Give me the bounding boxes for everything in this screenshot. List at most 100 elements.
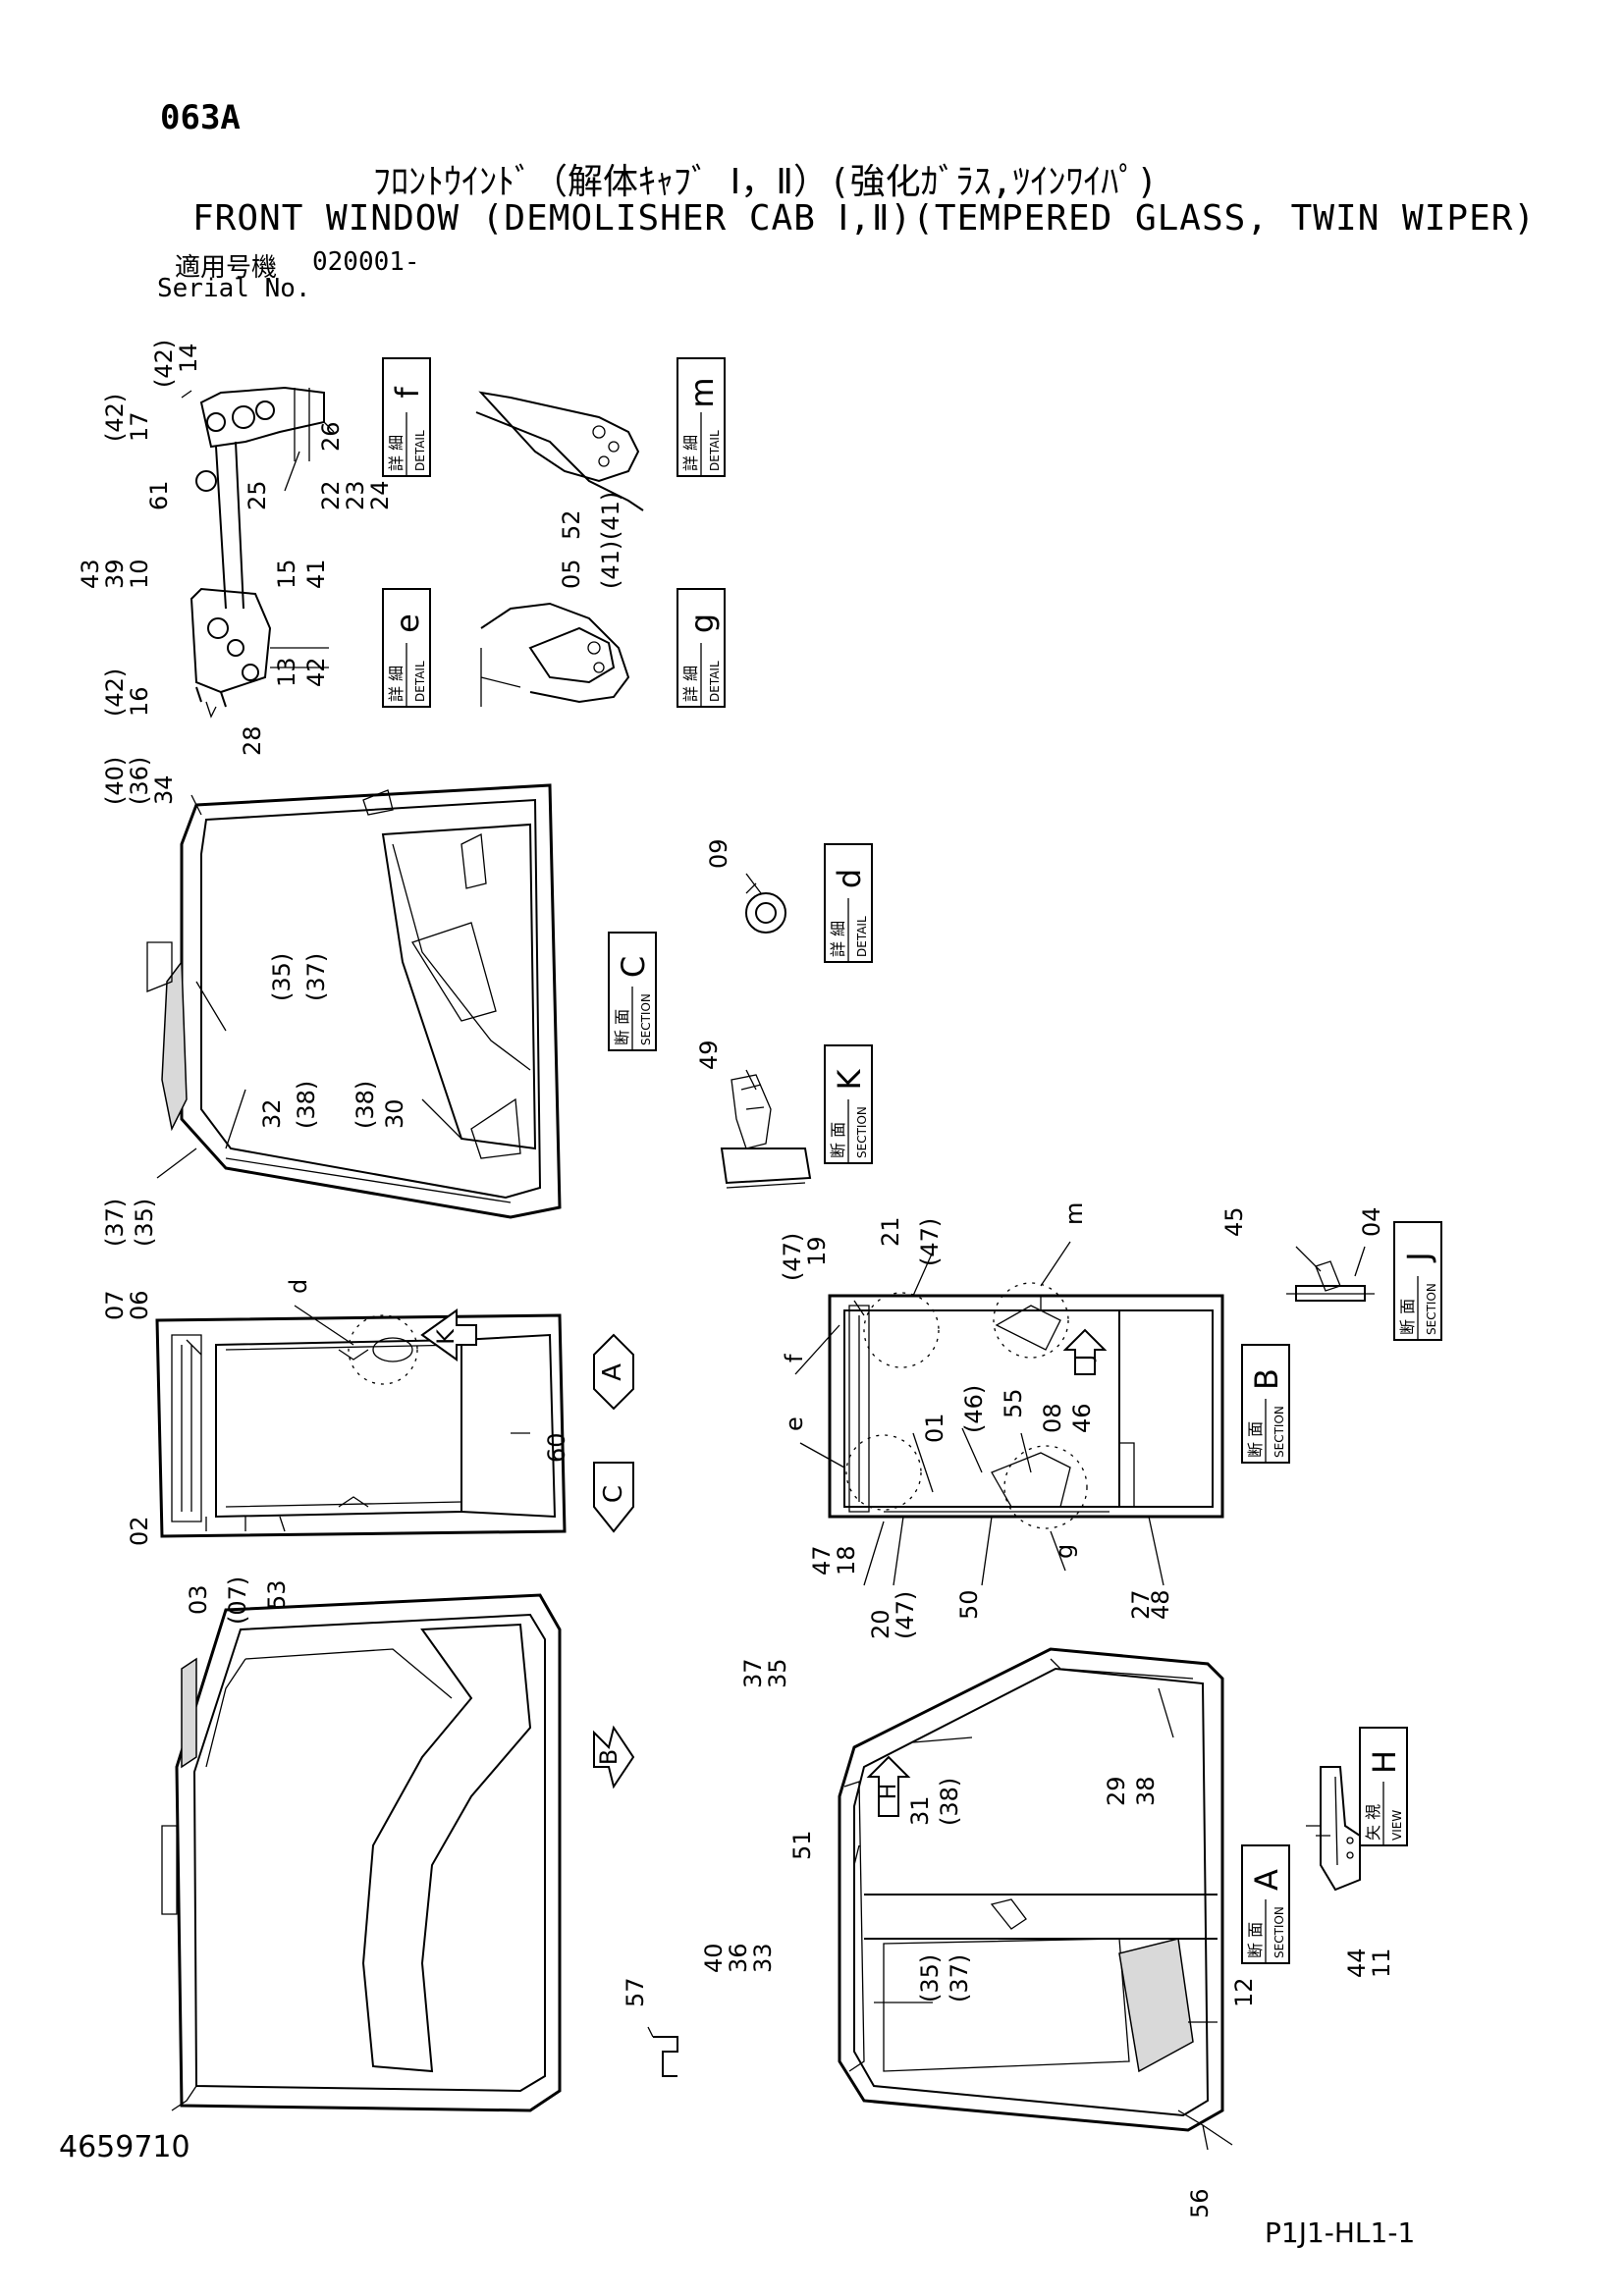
part-number-label: (35) xyxy=(131,1199,158,1247)
part-number-label: 04 xyxy=(1358,1206,1385,1237)
part-number-label: 14 xyxy=(175,343,202,373)
detail-e-circle xyxy=(845,1434,922,1511)
part-number-label: (37) xyxy=(302,953,330,1001)
detail-m-circle xyxy=(993,1282,1069,1359)
view-label-jp: 断 面 xyxy=(1246,1922,1265,1958)
clip-57-drawing xyxy=(647,2026,654,2038)
part-number-label: 49 xyxy=(695,1040,723,1070)
view-label-box: 詳 細 DETAIL d xyxy=(824,843,873,963)
view-label-letter: d xyxy=(831,869,868,888)
part-number-label: 07 xyxy=(101,1290,129,1320)
part-number-label: (37) xyxy=(101,1199,129,1247)
view-arrow-letter: H xyxy=(877,1784,901,1800)
part-number-label: 08 xyxy=(1039,1403,1066,1433)
sheet-code: P1J1-HL1-1 xyxy=(1265,2216,1416,2249)
part-number-label: 19 xyxy=(803,1236,831,1266)
part-number-label: 32 xyxy=(258,1098,286,1129)
view-label-letter: A xyxy=(1248,1869,1285,1891)
view-arrow-letter: A xyxy=(598,1363,627,1381)
part-number-label: 02 xyxy=(126,1516,153,1546)
part-number-label: 34 xyxy=(150,774,178,805)
part-number-label: 36 xyxy=(725,1943,752,1973)
part-number-label: 61 xyxy=(145,480,173,510)
part-number-label: 28 xyxy=(239,725,266,756)
part-number-label: 12 xyxy=(1230,1977,1258,2007)
part-number-label: 37 xyxy=(739,1658,767,1688)
part-number-label: 44 xyxy=(1343,1948,1371,1978)
view-label-jp: 断 面 xyxy=(1398,1299,1417,1335)
view-label-en: DETAIL xyxy=(855,916,869,957)
view-label-jp: 詳 細 xyxy=(681,435,700,471)
part-number-label: (38) xyxy=(352,1081,379,1129)
part-number-label: (35) xyxy=(268,953,296,1001)
part-number-label: (41) xyxy=(597,492,624,540)
part-number-label: 40 xyxy=(700,1943,728,1973)
part-number-label: (46) xyxy=(960,1385,988,1433)
part-leaders xyxy=(156,794,1366,2146)
section-j-drawing xyxy=(1286,1260,1375,1302)
view-label-letter: m xyxy=(683,377,721,407)
view-label-jp: 詳 細 xyxy=(829,921,847,957)
view-label-en: SECTION xyxy=(1272,1406,1286,1458)
part-number-label: 26 xyxy=(317,421,345,452)
view-label-en: VIEW xyxy=(1390,1810,1404,1841)
section-k-drawing xyxy=(720,1074,812,1189)
part-number-label: (42) xyxy=(101,668,129,717)
part-number-label: (38) xyxy=(936,1778,963,1826)
part-number-label: 31 xyxy=(906,1795,934,1826)
part-number-label: 29 xyxy=(1103,1776,1130,1806)
section-b-bracket xyxy=(995,1305,1061,1351)
view-label-letter: f xyxy=(389,387,426,399)
part-number-label: (38) xyxy=(293,1081,320,1129)
view-label-jp: 断 面 xyxy=(1246,1421,1265,1458)
part-number-label: 03 xyxy=(185,1584,212,1615)
view-h-drawing xyxy=(1306,1766,1361,1892)
part-number-label: 22 xyxy=(317,480,345,510)
part-number-label: 42 xyxy=(302,657,330,687)
view-label-letter: B xyxy=(1248,1368,1285,1390)
view-label-box: 断 面 SECTION B xyxy=(1241,1344,1290,1464)
detail-callout: d xyxy=(285,1279,312,1294)
part-number-label: 11 xyxy=(1368,1948,1395,1978)
part-number-label: 35 xyxy=(764,1658,791,1688)
view-arrow-b: B xyxy=(593,1725,635,1789)
view-label-jp: 矢 視 xyxy=(1364,1804,1382,1841)
part-number-label: 30 xyxy=(381,1098,408,1129)
serial-label-japanese: 適用号機 xyxy=(175,253,278,283)
view-label-letter: g xyxy=(683,614,721,633)
part-number-label: (40) xyxy=(101,757,129,805)
view-label-jp: 詳 細 xyxy=(387,666,406,702)
detail-e-drawing xyxy=(189,587,329,719)
part-number-label: 20 xyxy=(867,1609,894,1639)
part-number-label: 27 xyxy=(1127,1589,1155,1620)
view-arrow-k: K xyxy=(420,1308,477,1362)
view-label-en: DETAIL xyxy=(413,661,427,702)
detail-g-circle xyxy=(1003,1445,1088,1529)
part-number-label: (47) xyxy=(916,1218,944,1266)
view-label-en: DETAIL xyxy=(413,430,427,471)
part-number-label: 23 xyxy=(342,480,369,510)
part-number-label: 06 xyxy=(126,1290,153,1320)
part-number-label: 16 xyxy=(126,686,153,717)
view-arrow-j: J xyxy=(1062,1328,1108,1375)
part-number-label: 09 xyxy=(705,838,732,869)
section-c-cab xyxy=(146,783,562,1219)
part-number-label: 13 xyxy=(273,657,300,687)
detail-m-drawing xyxy=(475,391,644,511)
view-arrow-a: A xyxy=(593,1333,634,1411)
serial-number-value: 020001- xyxy=(312,247,420,277)
part-number-label: (37) xyxy=(946,1954,973,2002)
title-japanese: ﾌﾛﾝﾄｳｲﾝﾄﾞ（解体ｷｬﾌﾞ Ⅰ，Ⅱ）(強化ｶﾞﾗｽ,ﾂｲﾝﾜｲﾊﾟ) xyxy=(373,162,1159,202)
section-b-frame xyxy=(828,1294,1224,1519)
part-number-label: 53 xyxy=(263,1579,291,1610)
part-number-label: 50 xyxy=(955,1589,983,1620)
